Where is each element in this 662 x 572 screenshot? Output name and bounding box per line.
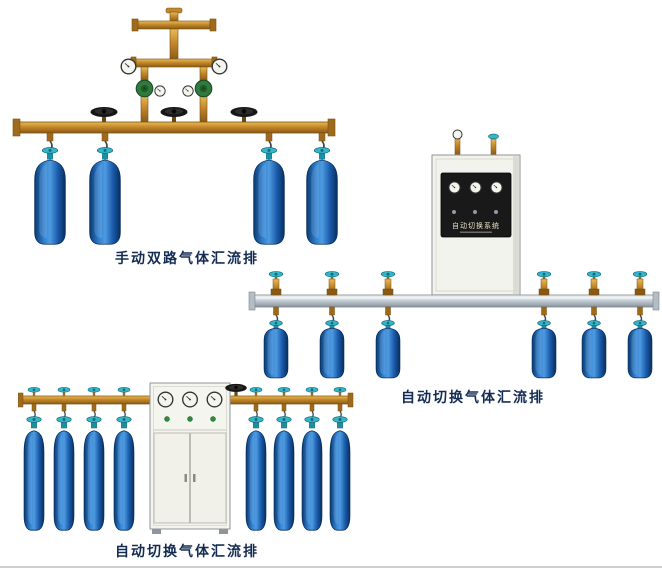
valve-handwheel <box>87 386 101 396</box>
indicator-light <box>473 210 477 214</box>
cabinet-door <box>153 432 190 524</box>
valve-handwheel <box>90 107 118 122</box>
gas-cylinder <box>301 416 323 531</box>
product-caption-auto-wall: 自动切换气体汇流排 <box>401 390 545 406</box>
main-manifold-pipe <box>12 118 336 137</box>
cabinet-foot <box>152 529 161 534</box>
gas-cylinder <box>23 416 45 531</box>
gas-cylinder <box>319 320 345 379</box>
indicator-light <box>452 210 456 214</box>
gas-cylinder <box>113 416 135 531</box>
valve-handwheel <box>249 386 263 396</box>
connection-hose <box>339 410 342 418</box>
pressure-gauge <box>211 58 228 75</box>
cylinder-station <box>319 270 345 379</box>
cabinet-top-fittings <box>452 129 499 156</box>
connection-hose <box>123 410 126 418</box>
gas-cylinder <box>329 416 351 531</box>
aluminum-manifold-pipe <box>248 291 660 311</box>
valve-handwheel <box>305 386 319 396</box>
indicator-light <box>494 210 498 214</box>
control-knob <box>187 416 193 422</box>
gas-cylinder <box>83 416 105 531</box>
cylinder-station <box>531 270 557 379</box>
cylinder-station <box>273 386 295 531</box>
pressure-gauge <box>182 391 198 408</box>
valve-handwheel <box>27 386 41 396</box>
pressure-gauge <box>157 391 174 408</box>
bottom-border <box>0 566 662 568</box>
connection-hose <box>93 410 96 418</box>
cylinder-station <box>263 270 289 379</box>
cabinet-door <box>190 432 227 524</box>
connection-hose <box>33 410 36 418</box>
connection-hose <box>255 410 258 418</box>
pressure-gauge <box>452 129 463 140</box>
auto-manifold-floor-illustration <box>18 382 354 534</box>
connection-hose <box>283 410 286 418</box>
gas-cylinder <box>245 416 267 531</box>
product-caption-auto-floor: 自动切换气体汇流排 <box>115 544 259 560</box>
pressure-gauge <box>469 181 482 194</box>
cylinder-station <box>375 270 401 379</box>
gas-cylinder <box>627 320 653 379</box>
valve-handwheel <box>230 107 258 122</box>
pressure-gauge <box>206 391 223 408</box>
control-cabinet: 自动切换系统 <box>431 154 521 296</box>
gas-cylinder <box>89 147 121 245</box>
pressure-gauge <box>120 58 137 75</box>
auto-manifold-wall-illustration: 自动切换系统 <box>248 129 660 379</box>
cylinder-station <box>83 386 105 531</box>
gas-cylinder <box>263 320 289 379</box>
cylinder-station <box>581 270 607 379</box>
gas-cylinder <box>34 147 66 245</box>
gas-cylinder <box>375 320 401 379</box>
cylinder-station <box>329 386 351 531</box>
cylinder-station <box>23 386 45 531</box>
pressure-regulator <box>194 79 213 98</box>
manual-dual-manifold-illustration <box>12 7 338 245</box>
valve-handwheel <box>333 386 347 396</box>
control-knob <box>210 416 216 422</box>
gas-cylinder <box>581 320 607 379</box>
cylinder-station <box>627 270 653 379</box>
control-cabinet <box>149 382 231 534</box>
pressure-gauge <box>154 85 166 97</box>
cabinet-foot <box>219 529 228 534</box>
pressure-regulator <box>135 79 154 98</box>
gas-cylinder <box>531 320 557 379</box>
cabinet-label: 自动切换系统 <box>452 221 500 230</box>
cylinder-station <box>301 386 323 531</box>
valve-handwheel <box>277 386 291 396</box>
connection-hose <box>311 410 314 418</box>
cylinder-station <box>113 386 135 531</box>
connection-hose <box>63 410 66 418</box>
gas-cylinder <box>53 416 75 531</box>
valve-knob <box>488 133 499 140</box>
control-knob <box>164 416 170 422</box>
inlet-header-pipes <box>130 7 218 123</box>
pressure-gauge <box>182 85 194 97</box>
cylinder-station <box>53 386 75 531</box>
valve-handwheel <box>160 107 188 122</box>
pressure-gauge <box>490 181 503 194</box>
cylinder-station <box>245 386 267 531</box>
valve-handwheel <box>117 386 131 396</box>
door-handle <box>193 474 196 482</box>
gas-cylinder <box>273 416 295 531</box>
valve-handwheel <box>57 386 71 396</box>
pressure-gauge <box>448 181 461 194</box>
door-handle <box>184 474 187 482</box>
product-caption-manual-dual: 手动双路气体汇流排 <box>115 251 259 267</box>
